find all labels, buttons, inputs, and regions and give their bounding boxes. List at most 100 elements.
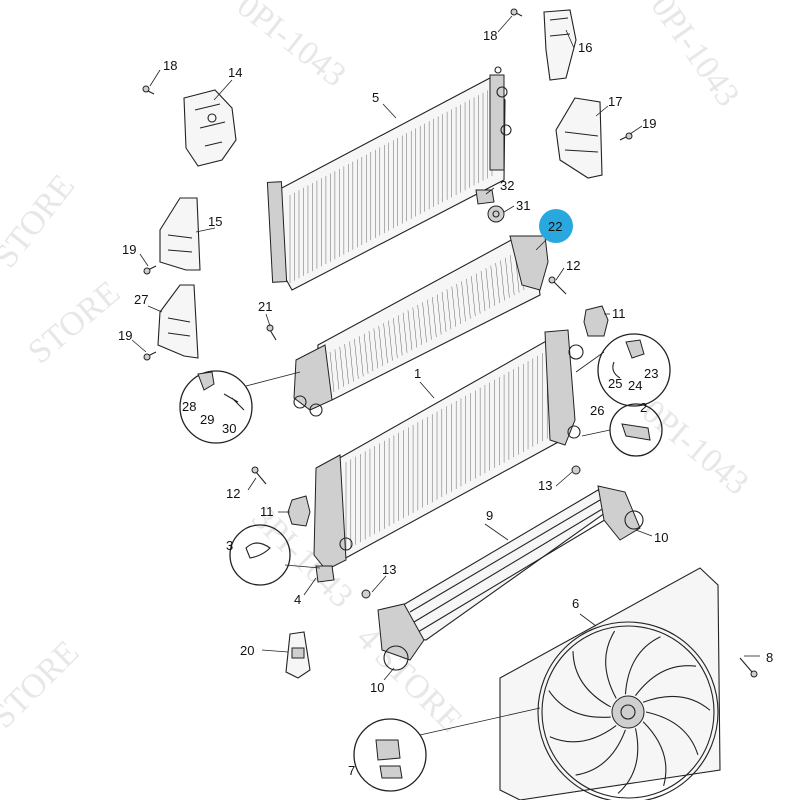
detail-circle-28-30 [179,370,253,444]
callout-27: 27 [134,292,148,307]
bolt-21 [266,324,277,341]
intercooler [377,485,644,671]
fan-blade [617,728,639,794]
callout-19-a: 19 [122,242,136,257]
callout-7: 7 [348,763,355,778]
bracket-17 [555,97,603,179]
highlight-marker [539,209,573,243]
cooler-fin [329,351,335,393]
callout-5: 5 [372,90,379,105]
fan-blade [642,721,667,786]
fan-blade [645,711,699,756]
callout-19-b: 19 [118,328,132,343]
bolt-19-c [619,132,633,141]
detail-leaders [245,351,611,736]
watermark-text: 0PI-1043 [635,393,756,503]
callout-11-lower: 11 [260,504,274,519]
bracket-upper-left [183,89,237,167]
fan-shroud [499,567,721,800]
callout-15: 15 [208,214,222,229]
cooler-fin [475,273,481,314]
callout-10-upper: 10 [654,530,668,545]
cooler-fin [397,315,403,356]
bolt-18-left [142,85,155,95]
fan-blade [624,636,661,695]
callout-16: 16 [578,40,592,55]
cooler-fin [461,281,466,322]
fan-blade [605,630,617,699]
bracket-20 [285,631,311,679]
mount-11-lower [287,495,311,527]
callout-29: 29 [200,412,214,427]
cooler-fin [422,302,427,343]
cooler-fin [334,349,340,390]
bolt-19-a [143,265,157,275]
fan-blade [549,725,617,743]
cooler-fin [466,278,471,319]
callout-13-upper: 13 [538,478,552,493]
cooler-fin [441,291,447,332]
cooler-fin [510,255,515,296]
watermark-text: 0PI-1043 [643,0,746,113]
charge-air-cooler [293,235,549,417]
fan-blade [635,665,697,696]
cooler-fin [471,276,476,317]
cooler-fin [407,310,413,351]
bolt-12-lower [251,466,267,485]
cooler-fin [456,283,461,325]
watermark-text: 0PI-1043 [230,0,353,94]
cooler-fin [363,333,369,374]
callout-1: 1 [414,366,421,381]
cooler-fin [436,294,442,335]
callout-leaders [131,15,760,681]
bushing-31 [487,205,505,223]
condenser [266,66,512,291]
cooler-fin [368,331,374,372]
cooler-fin [500,260,505,301]
cooler-fin [378,325,383,366]
radiator [313,329,584,571]
watermark-text: STORE [21,274,127,371]
cooler-fin [359,336,364,377]
cooler-fin [417,304,422,345]
bushing-32 [475,189,495,205]
cooler-fin [383,323,388,364]
cooler-fin [354,338,359,379]
callout-12-lower: 12 [226,486,240,501]
cooler-fin [432,297,437,338]
bolt-18-right [510,8,523,17]
callout-14: 14 [228,65,242,80]
side-baffle-27 [157,284,199,359]
callout-9: 9 [486,508,493,523]
callout-30: 30 [222,421,236,436]
fan-blade [575,729,626,776]
callout-3: 3 [226,538,233,553]
bolt-13-upper [571,465,581,475]
callout-11-upper: 11 [612,306,626,321]
callout-24: 24 [628,378,642,393]
fan-blade [548,690,611,718]
cooler-fin [427,299,432,340]
cooler-fin [339,346,344,387]
bolt-13-lower [361,589,371,599]
callout-labels: 1 2 3 4 5 6 7 8 9 10 10 11 11 12 12 13 1… [118,28,773,778]
callout-17: 17 [608,94,622,109]
callout-21: 21 [258,299,272,314]
callout-26: 26 [590,403,604,418]
callout-22: 22 [548,219,562,234]
cooler-fin [344,344,349,385]
cooler-fin [480,270,486,311]
callout-28: 28 [182,399,196,414]
callout-6: 6 [572,596,579,611]
watermark-text: STORE [0,168,82,275]
callout-32: 32 [500,178,514,193]
cooler-fin [446,289,452,330]
callout-2: 2 [640,400,647,415]
side-baffle-15 [159,197,201,271]
callout-10-lower: 10 [370,680,384,695]
callout-18-right: 18 [483,28,497,43]
cooler-fin [349,341,354,382]
callout-8: 8 [766,650,773,665]
bolt-12-upper [548,276,567,295]
bolt-8 [739,657,758,678]
